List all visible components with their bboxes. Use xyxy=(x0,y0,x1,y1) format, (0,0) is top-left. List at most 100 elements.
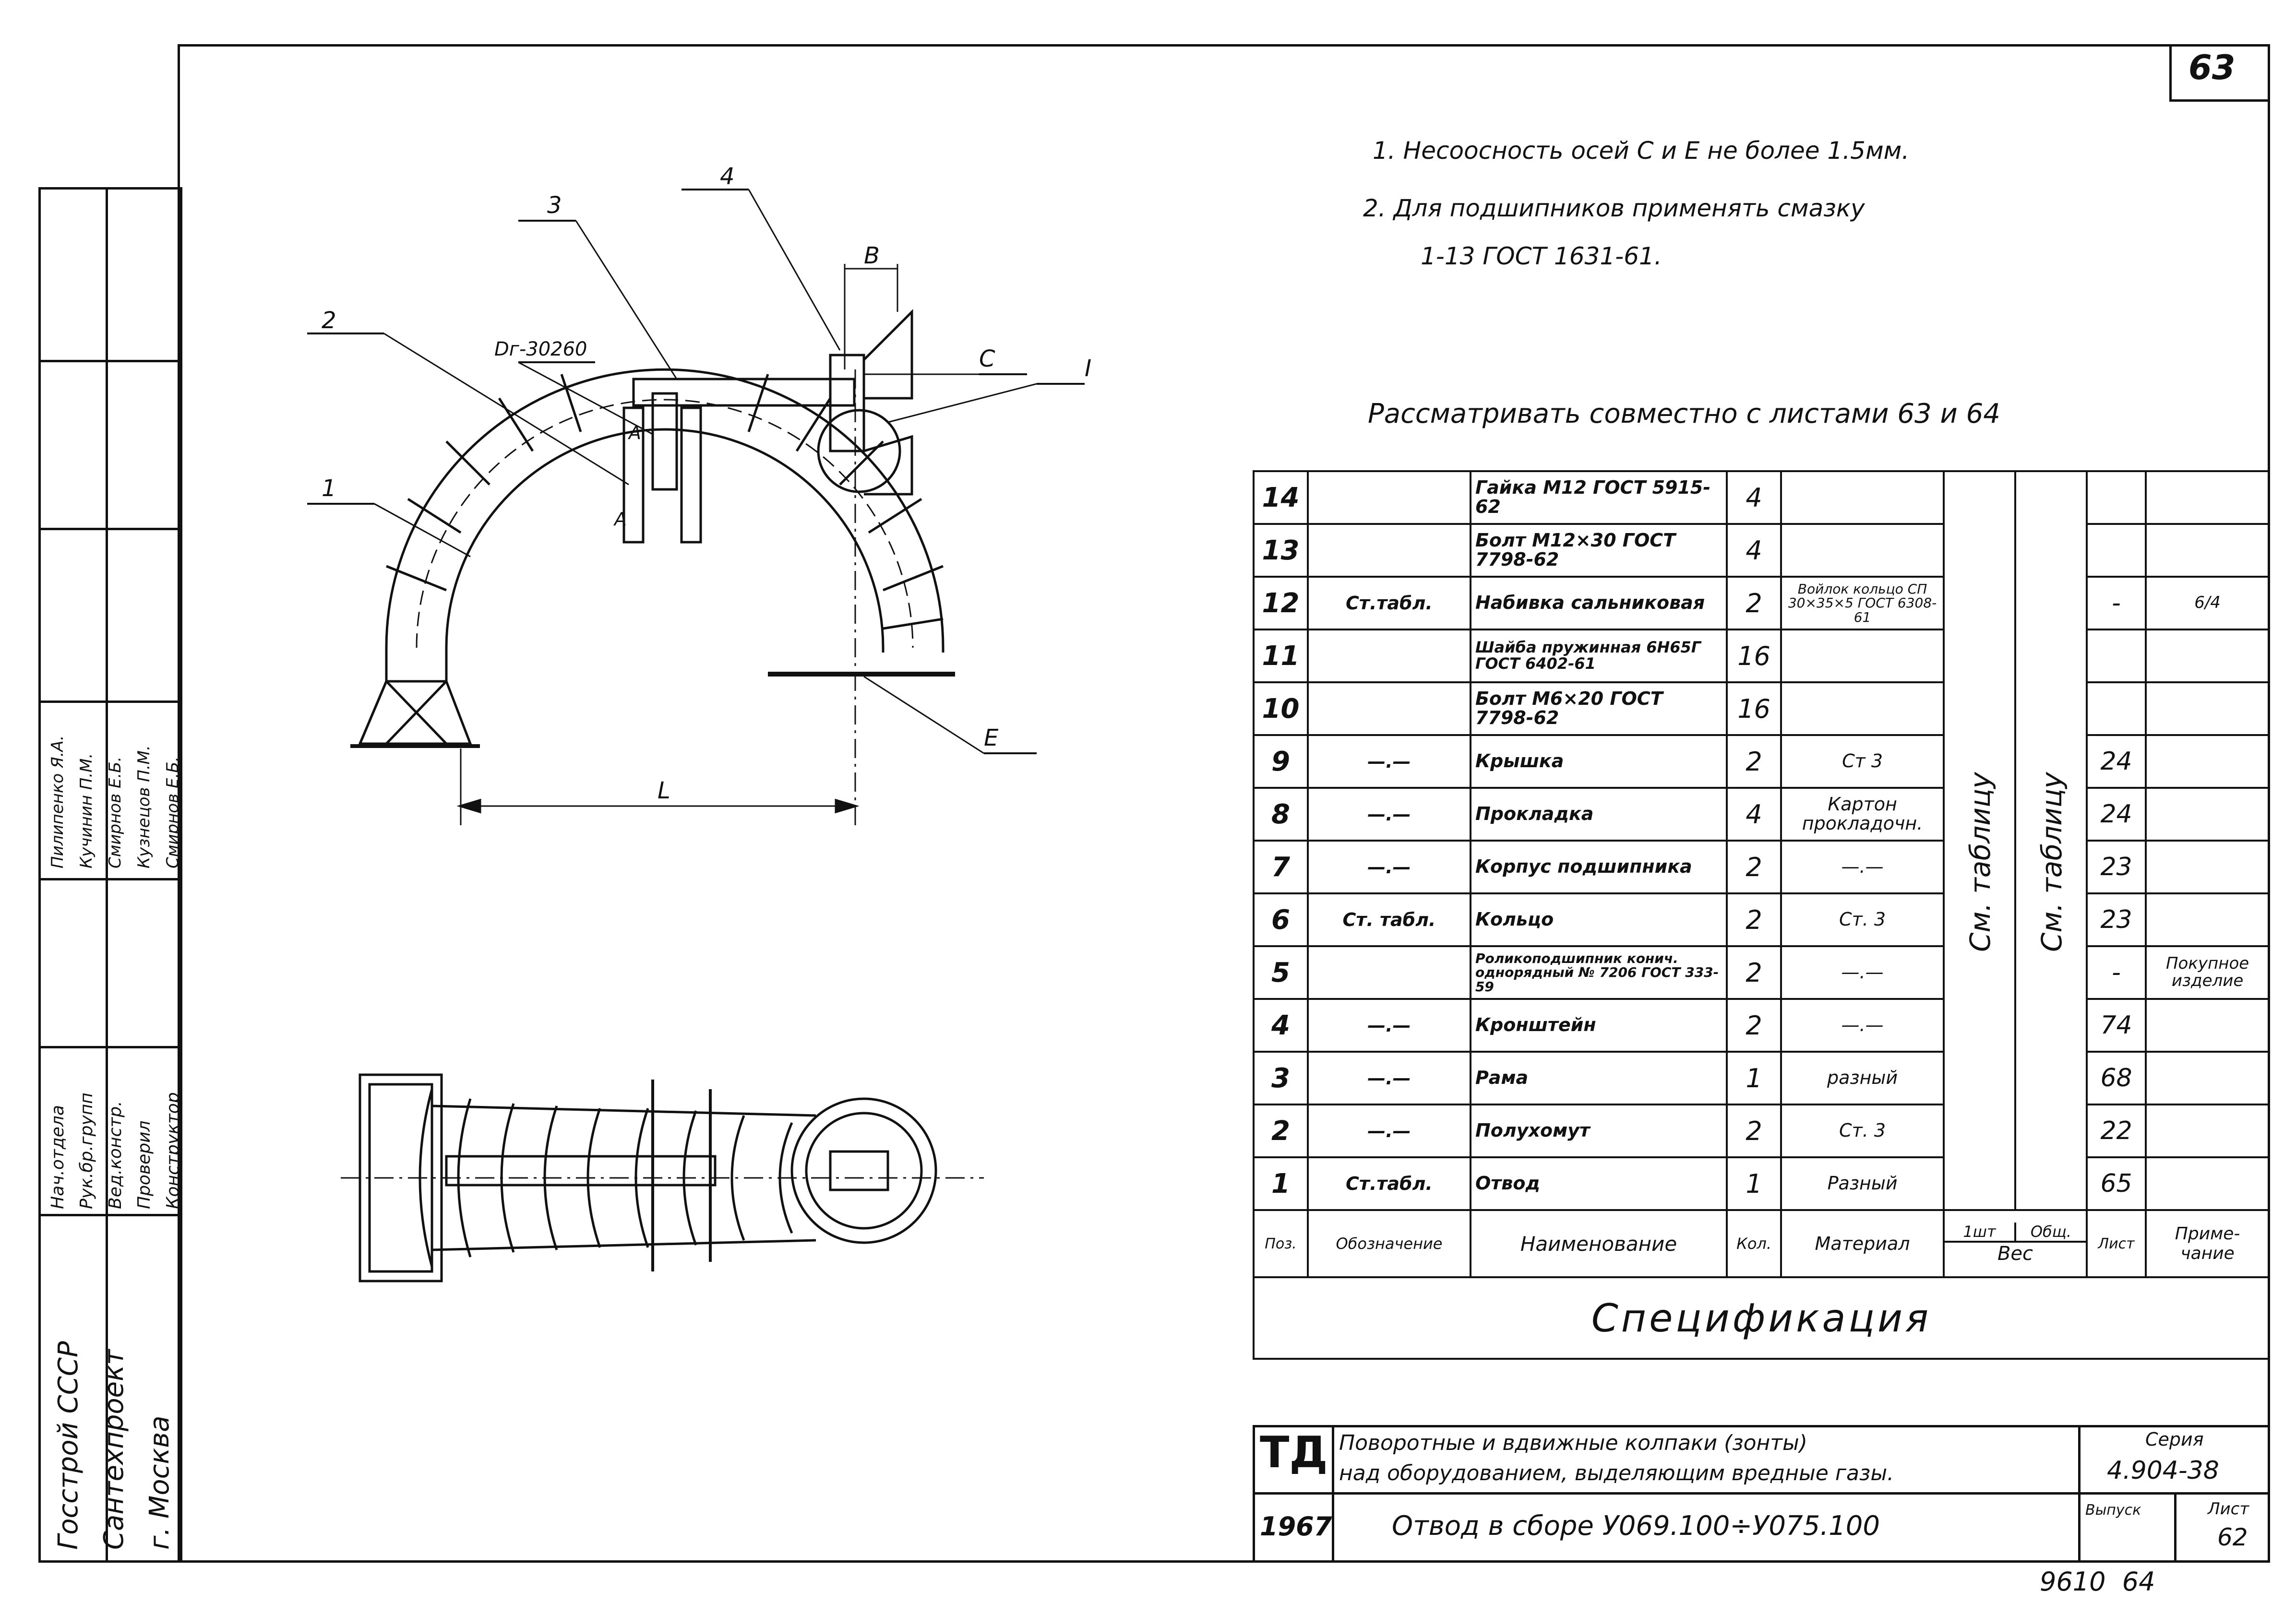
spec-sheet: 24 xyxy=(2085,787,2147,842)
spec-name: Болт М12×30 ГОСТ 7798-62 xyxy=(1469,523,1728,578)
spec-sheet: 74 xyxy=(2085,998,2147,1053)
spec-material: Разный xyxy=(1780,1156,1945,1211)
spec-qty: 4 xyxy=(1726,523,1782,578)
label-dim-B: B xyxy=(864,242,880,269)
spec-row: 11 Шайба пружинная 6Н65Г ГОСТ 6402-61 16 xyxy=(1253,629,2270,683)
project-title-2: над оборудованием, выделяющим вредные га… xyxy=(1339,1461,1894,1485)
spec-name: Кольцо xyxy=(1469,892,1728,947)
spec-designation: —.— xyxy=(1306,787,1471,842)
spec-name: Шайба пружинная 6Н65Г ГОСТ 6402-61 xyxy=(1469,629,1728,683)
spec-row: 3 —.— Рама 1 разный 68 xyxy=(1253,1051,2270,1105)
spec-material: —.— xyxy=(1780,840,1945,894)
issue-label: Выпуск xyxy=(2085,1502,2141,1519)
spec-designation xyxy=(1306,470,1471,525)
label-dim-Dg: Dг-30260 xyxy=(494,338,587,360)
spec-qty: 16 xyxy=(1726,629,1782,683)
spec-sheet: 68 xyxy=(2085,1051,2147,1105)
spec-pos: 11 xyxy=(1253,629,1309,683)
spec-designation xyxy=(1306,629,1471,683)
spec-material xyxy=(1780,629,1945,683)
header-weight-1: 1шт xyxy=(1946,1223,2016,1241)
title-block-divider xyxy=(1332,1425,1334,1563)
spec-designation: —.— xyxy=(1306,734,1471,789)
spec-qty: 4 xyxy=(1726,787,1782,842)
stamp-number: 9610 64 xyxy=(2040,1567,2155,1597)
spec-name: Кронштейн xyxy=(1469,998,1728,1053)
spec-row: 13 Болт М12×30 ГОСТ 7798-62 4 xyxy=(1253,523,2270,578)
spec-material: Ст 3 xyxy=(1780,734,1945,789)
spec-remark xyxy=(2145,840,2270,894)
label-pos-3: 3 xyxy=(547,192,562,219)
logo: ТД xyxy=(1260,1427,1328,1478)
spec-qty: 1 xyxy=(1726,1156,1782,1211)
title-block-divider xyxy=(2174,1492,2176,1563)
spec-sheet xyxy=(2085,470,2147,525)
spec-designation: —.— xyxy=(1306,1051,1471,1105)
spec-remark xyxy=(2145,629,2270,683)
spec-row: 1 Ст.табл. Отвод 1 Разный 65 xyxy=(1253,1156,2270,1211)
spec-designation: Ст.табл. xyxy=(1306,1156,1471,1211)
spec-designation: —.— xyxy=(1306,1104,1471,1158)
header-weight-group: 1шт Общ. Вес xyxy=(1943,1209,2088,1278)
spec-pos: 6 xyxy=(1253,892,1309,947)
weight-see-table: См. таблицу xyxy=(1964,772,1997,952)
spec-material xyxy=(1780,523,1945,578)
side-org-line: Сантехпроект xyxy=(98,1349,130,1550)
spec-remark xyxy=(2145,1051,2270,1105)
sheet-number-box xyxy=(2169,44,2270,102)
spec-remark xyxy=(2145,470,2270,525)
header-qty: Кол. xyxy=(1726,1209,1782,1278)
spec-pos: 4 xyxy=(1253,998,1309,1053)
year: 1967 xyxy=(1260,1511,1332,1542)
side-strip-divider xyxy=(38,360,182,362)
spec-qty: 2 xyxy=(1726,945,1782,1000)
side-name: Смирнов Е.Б. xyxy=(106,756,125,868)
spec-remark xyxy=(2145,1156,2270,1211)
specification-table: 14 Гайка М12 ГОСТ 5915-62 4 См. таблицу … xyxy=(1253,470,2270,1360)
spec-qty: 16 xyxy=(1726,681,1782,736)
spec-designation: —.— xyxy=(1306,840,1471,894)
spec-designation xyxy=(1306,681,1471,736)
spec-designation xyxy=(1306,945,1471,1000)
spec-qty: 2 xyxy=(1726,576,1782,630)
label-pos-1: 1 xyxy=(322,475,336,502)
label-dim-L: L xyxy=(658,777,670,804)
spec-material: Картон прокладочн. xyxy=(1780,787,1945,842)
spec-material: —.— xyxy=(1780,998,1945,1053)
spec-name: Полухомут xyxy=(1469,1104,1728,1158)
spec-row: 12 Ст.табл. Набивка сальниковая 2 Войлок… xyxy=(1253,576,2270,630)
spec-pos: 1 xyxy=(1253,1156,1309,1211)
spec-remark xyxy=(2145,1104,2270,1158)
spec-qty: 2 xyxy=(1726,734,1782,789)
spec-row: 9 —.— Крышка 2 Ст 3 24 xyxy=(1253,734,2270,789)
project-title-1: Поворотные и вдвижные колпаки (зонты) xyxy=(1339,1431,1807,1455)
side-role: Рук.бр.групп xyxy=(77,1092,96,1209)
view-with-note: Рассматривать совместно с листами 63 и 6… xyxy=(1368,398,2000,429)
side-name: Смирнов Е.Б. xyxy=(163,756,182,868)
spec-designation xyxy=(1306,523,1471,578)
spec-remark xyxy=(2145,892,2270,947)
spec-sheet: - xyxy=(2085,945,2147,1000)
spec-pos: 13 xyxy=(1253,523,1309,578)
spec-pos: 9 xyxy=(1253,734,1309,789)
spec-qty: 1 xyxy=(1726,1051,1782,1105)
spec-remark xyxy=(2145,523,2270,578)
spec-name: Набивка сальниковая xyxy=(1469,576,1728,630)
label-section-A: A xyxy=(629,422,641,443)
label-pos-2: 2 xyxy=(322,307,336,334)
spec-pos: 10 xyxy=(1253,681,1309,736)
spec-sheet: - xyxy=(2085,576,2147,630)
header-pos: Поз. xyxy=(1253,1209,1309,1278)
weight-col-2: См. таблицу xyxy=(2014,470,2088,1211)
spec-material: Ст. 3 xyxy=(1780,1104,1945,1158)
label-axis-E: E xyxy=(984,724,999,751)
side-strip-divider xyxy=(106,187,108,1563)
header-material: Материал xyxy=(1780,1209,1945,1278)
side-name: Кучинин П.М. xyxy=(77,753,96,868)
sheet-label: Лист xyxy=(2208,1499,2249,1519)
spec-name: Крышка xyxy=(1469,734,1728,789)
spec-designation: Ст.табл. xyxy=(1306,576,1471,630)
side-strip-divider xyxy=(38,1214,182,1216)
spec-material: Ст. 3 xyxy=(1780,892,1945,947)
spec-row: 4 —.— Кронштейн 2 —.— 74 xyxy=(1253,998,2270,1053)
